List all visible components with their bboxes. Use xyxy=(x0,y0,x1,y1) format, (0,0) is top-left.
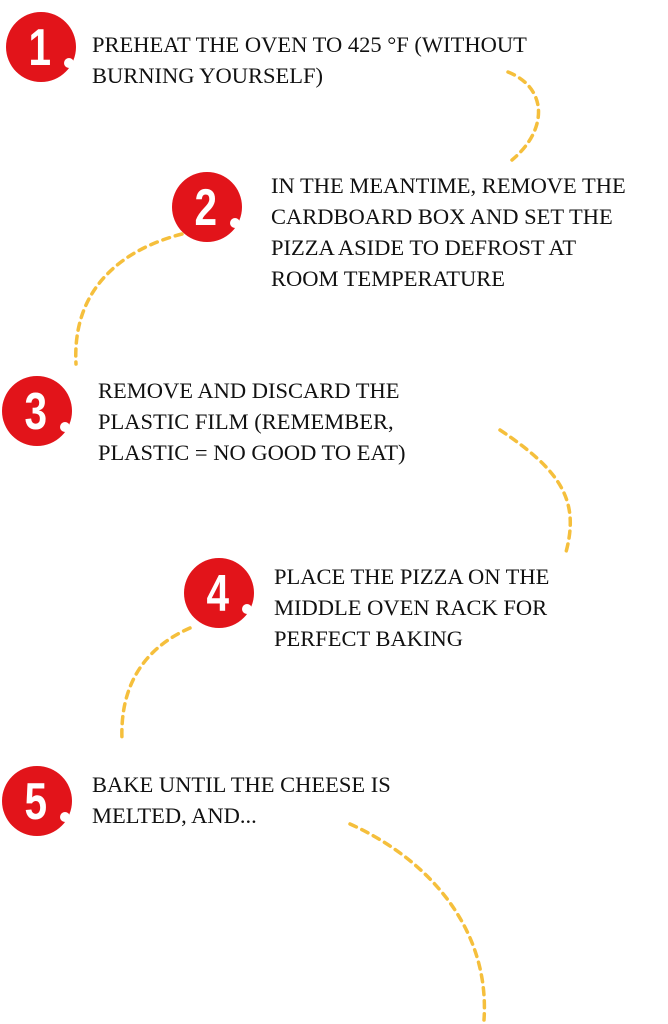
step-1-dot xyxy=(64,58,74,68)
step-4-badge: 4 xyxy=(184,558,258,632)
step-1-number: 1 xyxy=(28,19,51,77)
step-3-number: 3 xyxy=(24,383,47,441)
step-4-circle xyxy=(184,558,254,628)
step-5-text: BAKE UNTIL THE CHEESE IS MELTED, AND... xyxy=(92,772,391,828)
connector-5-to-next xyxy=(348,822,487,1022)
step-1-text: PREHEAT THE OVEN TO 425 °F (WITHOUT BURN… xyxy=(92,32,527,88)
step-3-dot xyxy=(60,422,70,432)
step-4-number: 4 xyxy=(206,565,229,623)
step-2-circle xyxy=(172,172,242,242)
step-4-text: PLACE THE PIZZA ON THE MIDDLE OVEN RACK … xyxy=(274,564,550,651)
step-2-text: IN THE MEANTIME, REMOVE THE CARDBOARD BO… xyxy=(271,173,626,291)
step-5-badge: 5 xyxy=(2,766,76,840)
step-4-dot xyxy=(242,604,252,614)
step-5-circle xyxy=(2,766,72,836)
step-1-circle xyxy=(6,12,76,82)
step-1-badge: 1 xyxy=(6,12,80,86)
step-2-number: 2 xyxy=(194,179,217,237)
connector-1-to-2 xyxy=(506,70,541,162)
step-2-badge: 2 xyxy=(172,172,246,246)
step-2-dot xyxy=(230,218,240,228)
step-5-number: 5 xyxy=(24,773,47,831)
step-5-dot xyxy=(60,812,70,822)
step-3-circle xyxy=(2,376,72,446)
connector-2-to-3 xyxy=(74,232,184,366)
connector-4-to-5 xyxy=(120,626,192,742)
step-3-badge: 3 xyxy=(2,376,76,450)
connector-3-to-4 xyxy=(498,428,572,554)
step-3-text: REMOVE AND DISCARD THE PLASTIC FILM (REM… xyxy=(98,378,406,465)
